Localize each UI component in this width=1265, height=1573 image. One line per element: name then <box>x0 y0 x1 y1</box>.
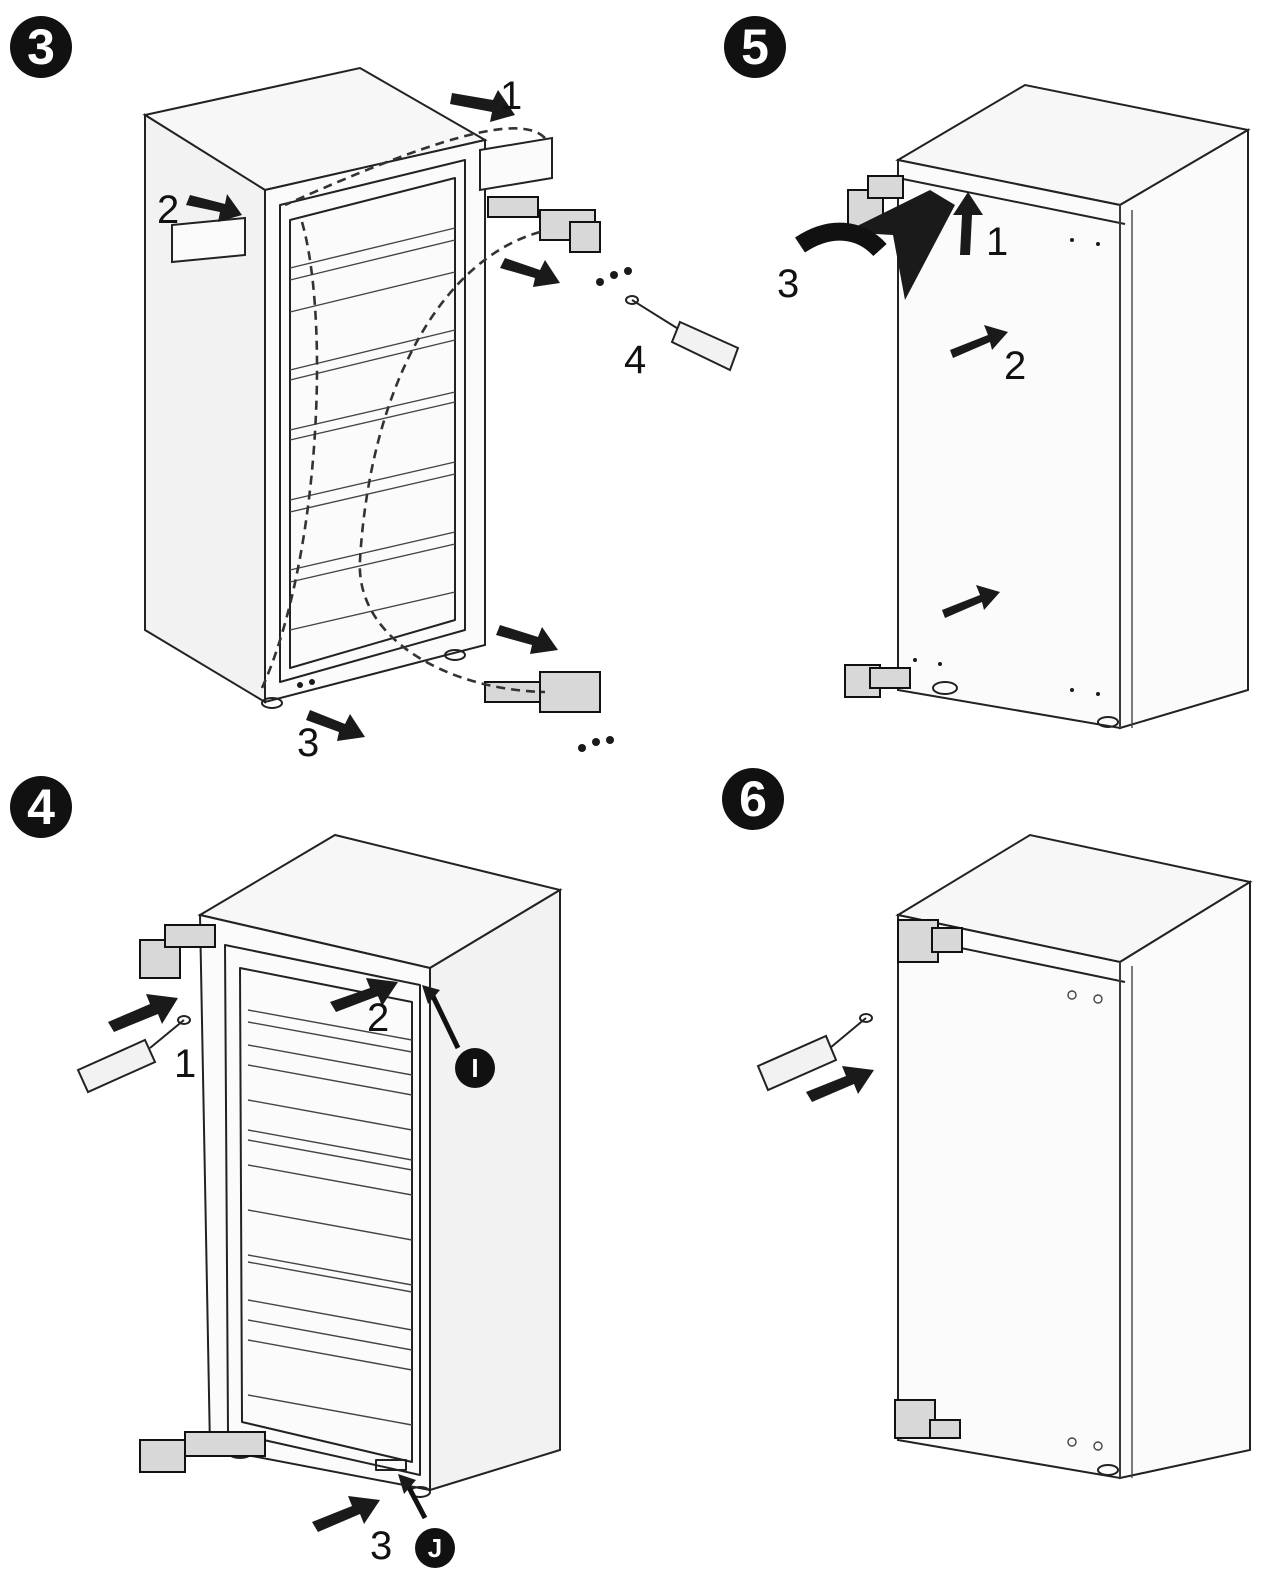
step-badge-4: 4 <box>10 776 72 838</box>
step-badge-5: 5 <box>724 16 786 78</box>
step-5-callout-3: 3 <box>777 262 800 306</box>
part-label-j: J <box>415 1528 455 1568</box>
step-5-callout-2: 2 <box>1004 344 1027 388</box>
step-6-drawing <box>756 833 1253 1480</box>
step-5-callout-1: 1 <box>986 220 1009 264</box>
step-3-callout-2: 2 <box>157 188 180 232</box>
step-5-drawing <box>795 83 1251 730</box>
step-4-callout-1: 1 <box>174 1042 197 1086</box>
step-3-drawing <box>142 66 740 752</box>
step-badge-3: 3 <box>10 16 72 78</box>
step-3-callout-1: 1 <box>500 74 523 118</box>
step-4-drawing <box>76 833 563 1532</box>
step-3-callout-4: 4 <box>624 338 647 382</box>
part-label-i: I <box>455 1048 495 1088</box>
step-4-callout-3: 3 <box>370 1524 393 1568</box>
step-4-callout-2: 2 <box>367 996 390 1040</box>
step-badge-6: 6 <box>722 768 784 830</box>
step-3-callout-3: 3 <box>297 721 320 765</box>
